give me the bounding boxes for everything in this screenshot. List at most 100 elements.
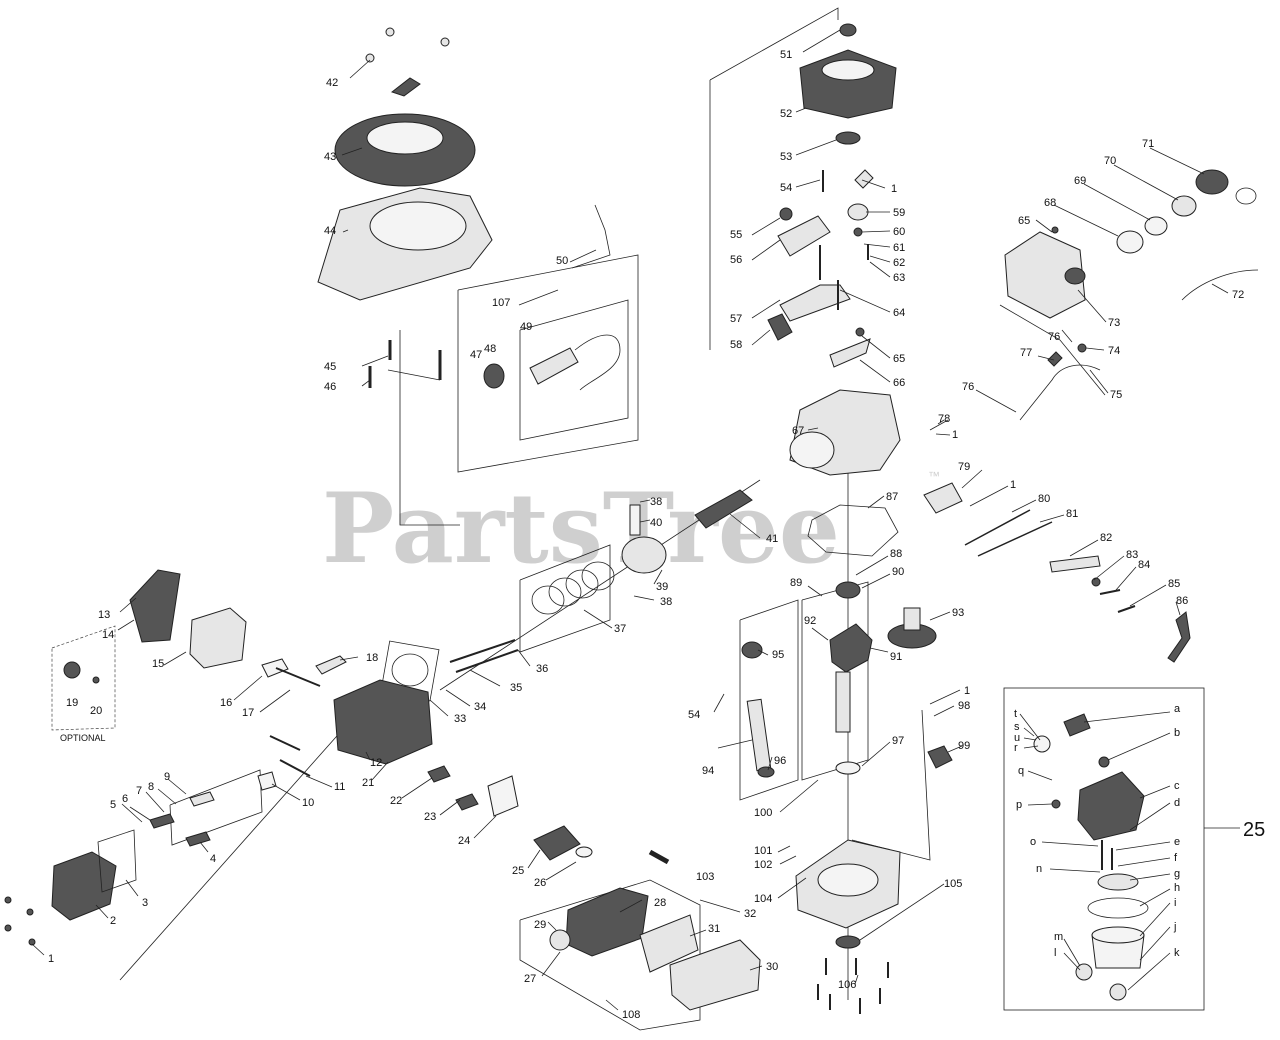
callout-58[interactable]: 58 xyxy=(730,339,742,351)
callout-r[interactable]: r xyxy=(1014,742,1018,754)
callout-10[interactable]: 10 xyxy=(302,797,314,809)
callout-99[interactable]: 99 xyxy=(958,740,970,752)
callout-1-79[interactable]: 1 xyxy=(1010,479,1016,491)
callout-30[interactable]: 30 xyxy=(766,961,778,973)
callout-2[interactable]: 2 xyxy=(110,915,116,927)
callout-12[interactable]: 12 xyxy=(370,757,382,769)
callout-94[interactable]: 94 xyxy=(702,765,714,777)
callout-71[interactable]: 71 xyxy=(1142,138,1154,150)
callout-104[interactable]: 104 xyxy=(754,893,772,905)
callout-39[interactable]: 39 xyxy=(656,581,668,593)
callout-57[interactable]: 57 xyxy=(730,313,742,325)
callout-52[interactable]: 52 xyxy=(780,108,792,120)
callout-1[interactable]: 1 xyxy=(891,183,897,195)
callout-1-cover[interactable]: 1 xyxy=(48,953,54,965)
callout-1-78[interactable]: 1 xyxy=(952,429,958,441)
callout-6[interactable]: 6 xyxy=(122,793,128,805)
callout-63[interactable]: 63 xyxy=(893,272,905,284)
callout-70[interactable]: 70 xyxy=(1104,155,1116,167)
callout-55[interactable]: 55 xyxy=(730,229,742,241)
callout-5[interactable]: 5 xyxy=(110,799,116,811)
callout-25-carb[interactable]: 25 xyxy=(512,865,524,877)
callout-79[interactable]: 79 xyxy=(958,461,970,473)
callout-96[interactable]: 96 xyxy=(774,755,786,767)
callout-28[interactable]: 28 xyxy=(654,897,666,909)
callout-s[interactable]: s xyxy=(1014,721,1020,733)
callout-73[interactable]: 73 xyxy=(1108,317,1120,329)
callout-66[interactable]: 66 xyxy=(893,377,905,389)
callout-20[interactable]: 20 xyxy=(90,705,102,717)
callout-e[interactable]: e xyxy=(1174,836,1180,848)
callout-b[interactable]: b xyxy=(1174,727,1180,739)
callout-54[interactable]: 54 xyxy=(780,182,792,194)
callout-102[interactable]: 102 xyxy=(754,859,772,871)
callout-26[interactable]: 26 xyxy=(534,877,546,889)
callout-8[interactable]: 8 xyxy=(148,781,154,793)
callout-7[interactable]: 7 xyxy=(136,785,142,797)
callout-d[interactable]: d xyxy=(1174,797,1180,809)
callout-14[interactable]: 14 xyxy=(102,629,114,641)
callout-18[interactable]: 18 xyxy=(366,652,378,664)
callout-25-carb-kit[interactable]: 25 xyxy=(1243,819,1265,841)
callout-35[interactable]: 35 xyxy=(510,682,522,694)
callout-67[interactable]: 67 xyxy=(792,425,804,437)
callout-13[interactable]: 13 xyxy=(98,609,110,621)
callout-59[interactable]: 59 xyxy=(893,207,905,219)
callout-19[interactable]: 19 xyxy=(66,697,78,709)
callout-78[interactable]: 78 xyxy=(938,413,950,425)
callout-44[interactable]: 44 xyxy=(324,225,336,237)
callout-103[interactable]: 103 xyxy=(696,871,714,883)
callout-53[interactable]: 53 xyxy=(780,151,792,163)
callout-84[interactable]: 84 xyxy=(1138,559,1150,571)
callout-76-line[interactable]: 76 xyxy=(962,381,974,393)
callout-65[interactable]: 65 xyxy=(893,353,905,365)
callout-p[interactable]: p xyxy=(1016,799,1022,811)
callout-h[interactable]: h xyxy=(1174,882,1180,894)
callout-75[interactable]: 75 xyxy=(1110,389,1122,401)
callout-81[interactable]: 81 xyxy=(1066,508,1078,520)
callout-i[interactable]: i xyxy=(1174,897,1176,909)
callout-9[interactable]: 9 xyxy=(164,771,170,783)
callout-82[interactable]: 82 xyxy=(1100,532,1112,544)
callout-37[interactable]: 37 xyxy=(614,623,626,635)
callout-107[interactable]: 107 xyxy=(492,297,510,309)
callout-72[interactable]: 72 xyxy=(1232,289,1244,301)
callout-108[interactable]: 108 xyxy=(622,1009,640,1021)
callout-27[interactable]: 27 xyxy=(524,973,536,985)
callout-a[interactable]: a xyxy=(1174,703,1181,715)
callout-86[interactable]: 86 xyxy=(1176,595,1188,607)
callout-42[interactable]: 42 xyxy=(326,77,338,89)
callout-c[interactable]: c xyxy=(1174,780,1180,792)
callout-38-top[interactable]: 38 xyxy=(650,496,662,508)
callout-88[interactable]: 88 xyxy=(890,548,902,560)
callout-g[interactable]: g xyxy=(1174,868,1180,880)
callout-4[interactable]: 4 xyxy=(210,853,216,865)
callout-54-rod[interactable]: 54 xyxy=(688,709,700,721)
callout-45[interactable]: 45 xyxy=(324,361,336,373)
callout-47[interactable]: 47 xyxy=(470,349,482,361)
callout-17[interactable]: 17 xyxy=(242,707,254,719)
callout-65-tank[interactable]: 65 xyxy=(1018,215,1030,227)
callout-j[interactable]: j xyxy=(1173,921,1176,933)
callout-32[interactable]: 32 xyxy=(744,908,756,920)
callout-21[interactable]: 21 xyxy=(362,777,374,789)
callout-92[interactable]: 92 xyxy=(804,615,816,627)
callout-34[interactable]: 34 xyxy=(474,701,486,713)
callout-k[interactable]: k xyxy=(1174,947,1180,959)
callout-87[interactable]: 87 xyxy=(886,491,898,503)
callout-95[interactable]: 95 xyxy=(772,649,784,661)
callout-f[interactable]: f xyxy=(1174,852,1178,864)
callout-40[interactable]: 40 xyxy=(650,517,662,529)
callout-3[interactable]: 3 xyxy=(142,897,148,909)
callout-61[interactable]: 61 xyxy=(893,242,905,254)
callout-31[interactable]: 31 xyxy=(708,923,720,935)
callout-97[interactable]: 97 xyxy=(892,735,904,747)
callout-51[interactable]: 51 xyxy=(780,49,792,61)
callout-48[interactable]: 48 xyxy=(484,343,496,355)
callout-o[interactable]: o xyxy=(1030,836,1036,848)
callout-93[interactable]: 93 xyxy=(952,607,964,619)
callout-n[interactable]: n xyxy=(1036,863,1042,875)
callout-29[interactable]: 29 xyxy=(534,919,546,931)
callout-50[interactable]: 50 xyxy=(556,255,568,267)
callout-68[interactable]: 68 xyxy=(1044,197,1056,209)
